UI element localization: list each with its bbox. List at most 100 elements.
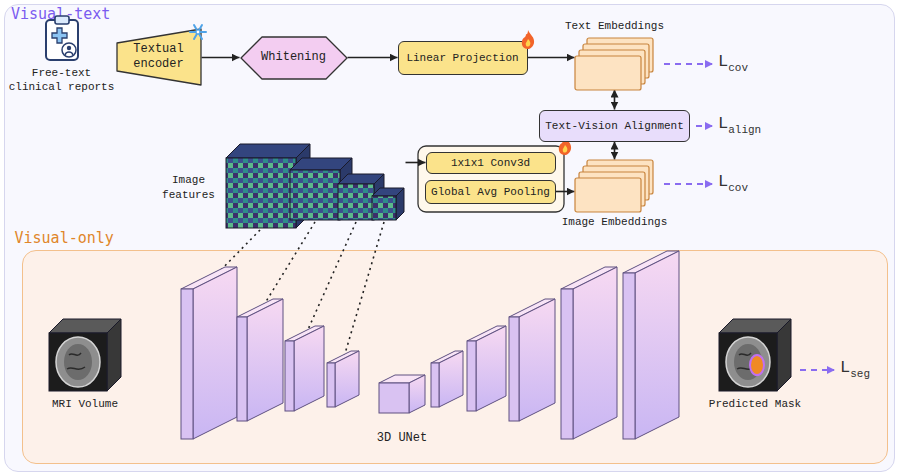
layer-side <box>335 351 359 407</box>
brain-volume <box>47 317 123 393</box>
brain-volume <box>717 317 793 393</box>
loss-symbol: L <box>718 52 728 72</box>
layer-side <box>247 299 283 421</box>
unet-figure: 3D UNet <box>169 249 699 459</box>
image-features: Image features <box>160 138 406 238</box>
loss-label: Lseg <box>840 358 870 379</box>
unet-caption: 3D UNet <box>377 431 427 445</box>
layer-front <box>431 363 439 407</box>
box-label: Text-Vision Alignment <box>545 120 684 132</box>
unet-drawing <box>169 249 699 459</box>
box-label: Linear Projection <box>406 52 518 64</box>
cube-front <box>372 196 396 220</box>
layer-side <box>635 251 679 439</box>
unet-layer <box>561 267 617 439</box>
layer-front <box>509 317 519 421</box>
projection-box: Linear Projection <box>398 41 528 75</box>
layer-side <box>519 299 555 421</box>
box-label: Global Avg Pooling <box>431 186 550 198</box>
loss-arrow <box>696 125 712 127</box>
skip-leader <box>344 222 384 357</box>
clipboard-board <box>46 20 78 60</box>
loss-arrow <box>664 63 712 65</box>
loss-subscript: cov <box>728 178 748 198</box>
lesion-mask <box>750 355 764 375</box>
embedding-stack <box>575 160 655 212</box>
loss-subscript: cov <box>728 58 748 78</box>
unet-layer <box>431 351 463 407</box>
unet-layer <box>237 299 283 421</box>
snowflake-arm <box>190 31 206 33</box>
flame-icon <box>521 30 535 49</box>
loss-symbol: L <box>840 358 850 378</box>
features-caption: Image features <box>160 173 218 202</box>
unet-layer <box>327 351 359 407</box>
unet-layer <box>285 326 324 411</box>
predicted-mask: Predicted Mask <box>705 317 805 435</box>
brain-outline <box>726 337 770 387</box>
embedding-stack <box>575 38 655 90</box>
conv-box: 1x1x1 Conv3d <box>426 152 556 174</box>
connector <box>528 57 575 59</box>
layer-front <box>467 341 476 411</box>
cube-side <box>396 188 404 220</box>
text-embeddings: Text Embeddings <box>560 18 670 90</box>
embedding-card <box>575 178 641 212</box>
embedding-card <box>575 56 641 90</box>
connector <box>614 90 616 110</box>
report-icon: Free-text clinical reports <box>6 14 118 108</box>
loss-label: Lcov <box>718 52 748 73</box>
volume-cube <box>49 319 121 391</box>
snowflake-arm <box>194 25 202 39</box>
pooling-box: Global Avg Pooling <box>425 180 556 204</box>
layer-front <box>181 289 193 439</box>
image-embeddings: Image Embeddings <box>560 160 670 230</box>
encoder-shape <box>117 29 201 85</box>
layer-front <box>623 273 635 439</box>
layer-side <box>294 326 324 411</box>
layer-front <box>237 317 247 421</box>
whitening-shape <box>241 37 347 79</box>
icon-caption: Free-text clinical reports <box>6 66 118 95</box>
layer-side <box>439 351 463 407</box>
loss-label: Lcov <box>718 172 748 193</box>
layer-side <box>573 267 617 439</box>
loss-subscript: seg <box>850 364 870 384</box>
layer-side <box>193 267 237 439</box>
visual-text-panel: Visual-textFree-text clinical reportsTex… <box>4 4 895 472</box>
layer-front <box>379 383 409 413</box>
cube-side <box>107 319 121 391</box>
flame-inner <box>563 145 568 153</box>
shape-label: Whitening <box>261 50 326 65</box>
layer-side <box>476 326 506 411</box>
connector <box>202 57 240 59</box>
cube-side <box>777 319 791 391</box>
skip-leader <box>306 222 356 334</box>
layer-front <box>561 289 573 439</box>
brain-inner <box>64 344 92 380</box>
feature-cube <box>372 188 404 220</box>
connector <box>556 191 575 193</box>
snowflake-core <box>196 30 200 34</box>
skip-leader <box>262 222 315 308</box>
report-icon <box>42 14 82 62</box>
unet-layer <box>379 375 425 413</box>
loss-arrow <box>664 183 712 185</box>
shape-label: Textual encoder <box>127 42 191 72</box>
cube-front <box>290 170 340 220</box>
flame-outer <box>559 136 571 155</box>
loss-arrow <box>800 369 834 371</box>
encoder-trapezoid: Textual encoder <box>116 28 202 86</box>
panel-heading: Visual-only <box>15 229 114 247</box>
loss-subscript: align <box>728 120 761 140</box>
medical-cross <box>52 28 67 43</box>
flame-inner <box>525 39 530 47</box>
volume-cube <box>719 319 791 391</box>
mri-volume: MRI Volume <box>39 317 131 435</box>
skip-leader <box>215 230 260 276</box>
brain-outline <box>56 337 100 387</box>
stack-heading: Text Embeddings <box>565 18 664 34</box>
unet-layer <box>467 326 506 411</box>
unet-layer <box>509 299 555 421</box>
